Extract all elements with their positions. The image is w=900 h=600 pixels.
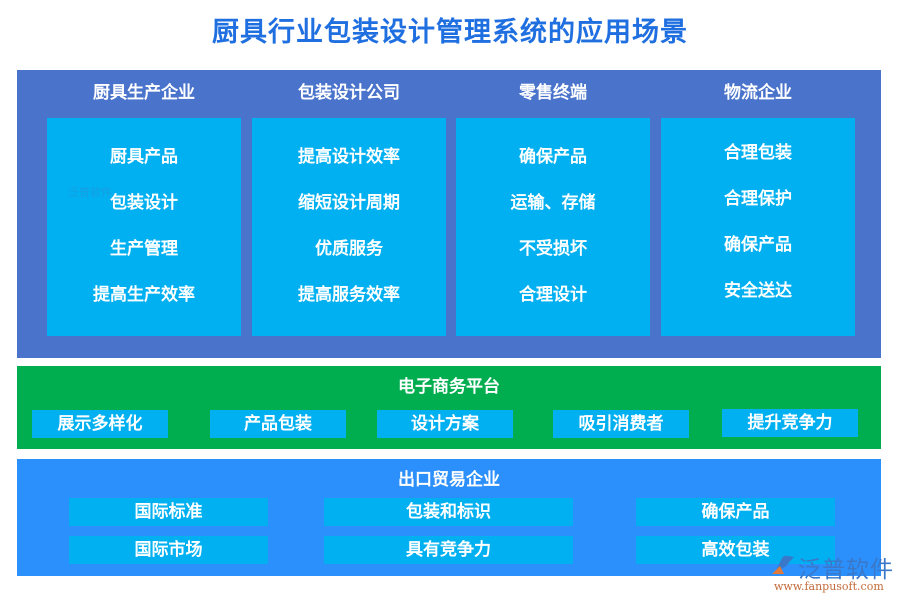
export-item: 确保产品 <box>636 498 835 526</box>
list-item: 合理设计 <box>519 285 587 305</box>
list-item: 提高设计效率 <box>298 147 400 167</box>
list-item: 确保产品 <box>724 235 792 255</box>
column-heading-packaging-design-company: 包装设计公司 <box>298 83 400 103</box>
ecommerce-item: 吸引消费者 <box>553 410 689 438</box>
list-item: 优质服务 <box>315 239 383 259</box>
list-item: 生产管理 <box>110 239 178 259</box>
export-item: 高效包装 <box>636 536 835 564</box>
ecommerce-item: 设计方案 <box>377 410 513 438</box>
page-title: 厨具行业包装设计管理系统的应用场景 <box>212 17 688 48</box>
export-trade-title: 出口贸易企业 <box>398 470 500 490</box>
export-item: 具有竞争力 <box>324 536 573 564</box>
list-item: 提高生产效率 <box>93 285 195 305</box>
ecommerce-item: 提升竞争力 <box>722 409 858 437</box>
ecommerce-item: 产品包装 <box>210 410 346 438</box>
list-item: 运输、存储 <box>510 193 596 213</box>
list-item: 缩短设计周期 <box>298 193 400 213</box>
list-item: 包装设计 <box>110 193 178 213</box>
export-item: 包装和标识 <box>324 498 573 526</box>
list-item: 确保产品 <box>519 147 587 167</box>
list-item: 提高服务效率 <box>298 285 400 305</box>
ecommerce-title: 电子商务平台 <box>398 377 500 397</box>
brand-watermark: 泛普软件 www.fanpusoft.com <box>770 550 895 598</box>
brand-url: www.fanpusoft.com <box>774 580 884 593</box>
export-item: 国际标准 <box>69 498 268 526</box>
export-trade-panel: 出口贸易企业 国际标准 包装和标识 确保产品 国际市场 具有竞争力 高效包装 <box>17 459 881 576</box>
column-heading-logistics-company: 物流企业 <box>724 83 792 103</box>
stakeholders-panel: 厨具生产企业 包装设计公司 零售终端 物流企业 厨具产品 包装设计 生产管理 提… <box>17 70 881 358</box>
list-item: 厨具产品 <box>110 147 178 167</box>
watermark-faint: 泛普软件 <box>68 186 112 199</box>
ecommerce-panel: 电子商务平台 展示多样化 产品包装 设计方案 吸引消费者 提升竞争力 <box>17 366 881 449</box>
list-item: 不受损坏 <box>519 239 587 259</box>
column-box-retail-terminal: 确保产品 运输、存储 不受损坏 合理设计 <box>456 118 650 336</box>
list-item: 合理包装 <box>724 143 792 163</box>
column-heading-kitchenware-manufacturer: 厨具生产企业 <box>93 83 195 103</box>
column-box-kitchenware-manufacturer: 厨具产品 包装设计 生产管理 提高生产效率 <box>47 118 241 336</box>
brand-logo-icon <box>772 555 794 574</box>
column-heading-retail-terminal: 零售终端 <box>519 83 587 103</box>
column-box-logistics-company: 合理包装 合理保护 确保产品 安全送达 <box>661 118 855 336</box>
brand-name: 泛普软件 <box>798 557 894 583</box>
list-item: 合理保护 <box>724 189 792 209</box>
export-item: 国际市场 <box>69 536 268 564</box>
ecommerce-item: 展示多样化 <box>32 410 168 438</box>
list-item: 安全送达 <box>724 281 792 301</box>
column-box-packaging-design-company: 提高设计效率 缩短设计周期 优质服务 提高服务效率 <box>252 118 446 336</box>
